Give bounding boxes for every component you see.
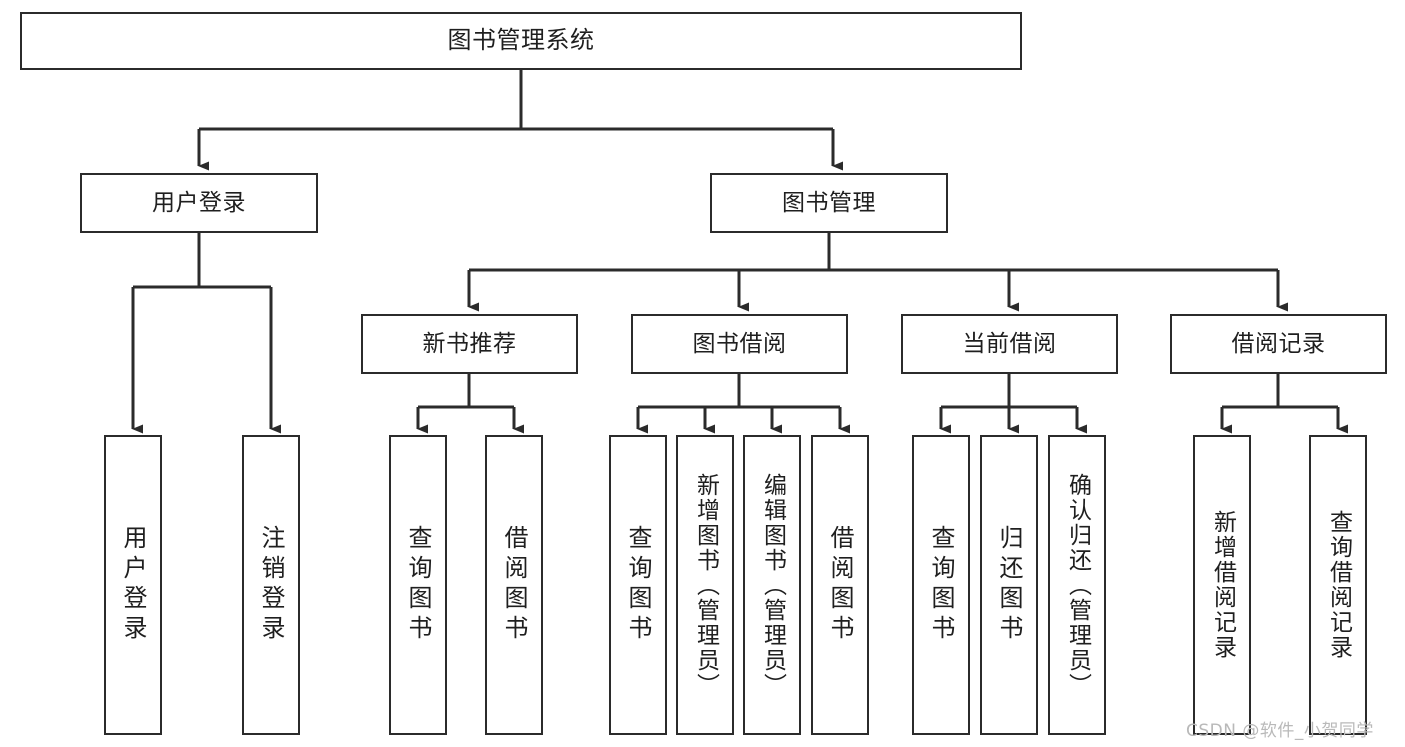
node-book-manage[interactable]: 图书管理 [710, 173, 948, 233]
node-leaf-add-record[interactable]: 新增借阅记录 [1193, 435, 1251, 735]
node-label: 新书推荐 [422, 330, 517, 357]
node-leaf-query-book-2[interactable]: 查询图书 [609, 435, 667, 735]
node-current-borrow[interactable]: 当前借阅 [901, 314, 1118, 374]
node-leaf-confirm-return[interactable]: 确认归还（管理员） [1048, 435, 1106, 735]
node-label: 当前借阅 [962, 330, 1057, 357]
node-label: 新增图书（管理员） [692, 472, 719, 698]
node-borrow-record[interactable]: 借阅记录 [1170, 314, 1387, 374]
node-root-system[interactable]: 图书管理系统 [20, 12, 1022, 70]
csdn-watermark: CSDN @软件_小贺同学 [1186, 721, 1374, 741]
node-label: 确认归还（管理员） [1064, 472, 1091, 698]
node-label: 查询借阅记录 [1325, 510, 1352, 660]
node-leaf-logout-login[interactable]: 注销登录 [242, 435, 300, 735]
node-label: 借阅记录 [1231, 330, 1326, 357]
node-label: 用户登录 [119, 525, 147, 645]
node-leaf-borrow-book-1[interactable]: 借阅图书 [485, 435, 543, 735]
node-leaf-query-book-1[interactable]: 查询图书 [389, 435, 447, 735]
node-label: 用户登录 [152, 189, 246, 216]
node-label: 注销登录 [257, 525, 285, 645]
node-label: 查询图书 [624, 525, 652, 645]
node-leaf-query-record[interactable]: 查询借阅记录 [1309, 435, 1367, 735]
node-book-borrow[interactable]: 图书借阅 [631, 314, 848, 374]
node-leaf-borrow-book-2[interactable]: 借阅图书 [811, 435, 869, 735]
node-user-login[interactable]: 用户登录 [80, 173, 318, 233]
node-label: 图书管理 [782, 189, 876, 216]
node-label: 借阅图书 [500, 525, 528, 645]
node-label: 新增借阅记录 [1209, 510, 1236, 660]
node-label: 图书借阅 [692, 330, 787, 357]
node-label: 编辑图书（管理员） [759, 472, 786, 698]
node-leaf-query-book-3[interactable]: 查询图书 [912, 435, 970, 735]
node-label: 查询图书 [404, 525, 432, 645]
node-leaf-user-login[interactable]: 用户登录 [104, 435, 162, 735]
node-label: 查询图书 [927, 525, 955, 645]
node-label: 图书管理系统 [447, 26, 595, 55]
node-leaf-edit-book[interactable]: 编辑图书（管理员） [743, 435, 801, 735]
node-label: 归还图书 [995, 525, 1023, 645]
node-label: 借阅图书 [826, 525, 854, 645]
node-leaf-return-book[interactable]: 归还图书 [980, 435, 1038, 735]
node-new-book-recommend[interactable]: 新书推荐 [361, 314, 578, 374]
node-leaf-add-book[interactable]: 新增图书（管理员） [676, 435, 734, 735]
